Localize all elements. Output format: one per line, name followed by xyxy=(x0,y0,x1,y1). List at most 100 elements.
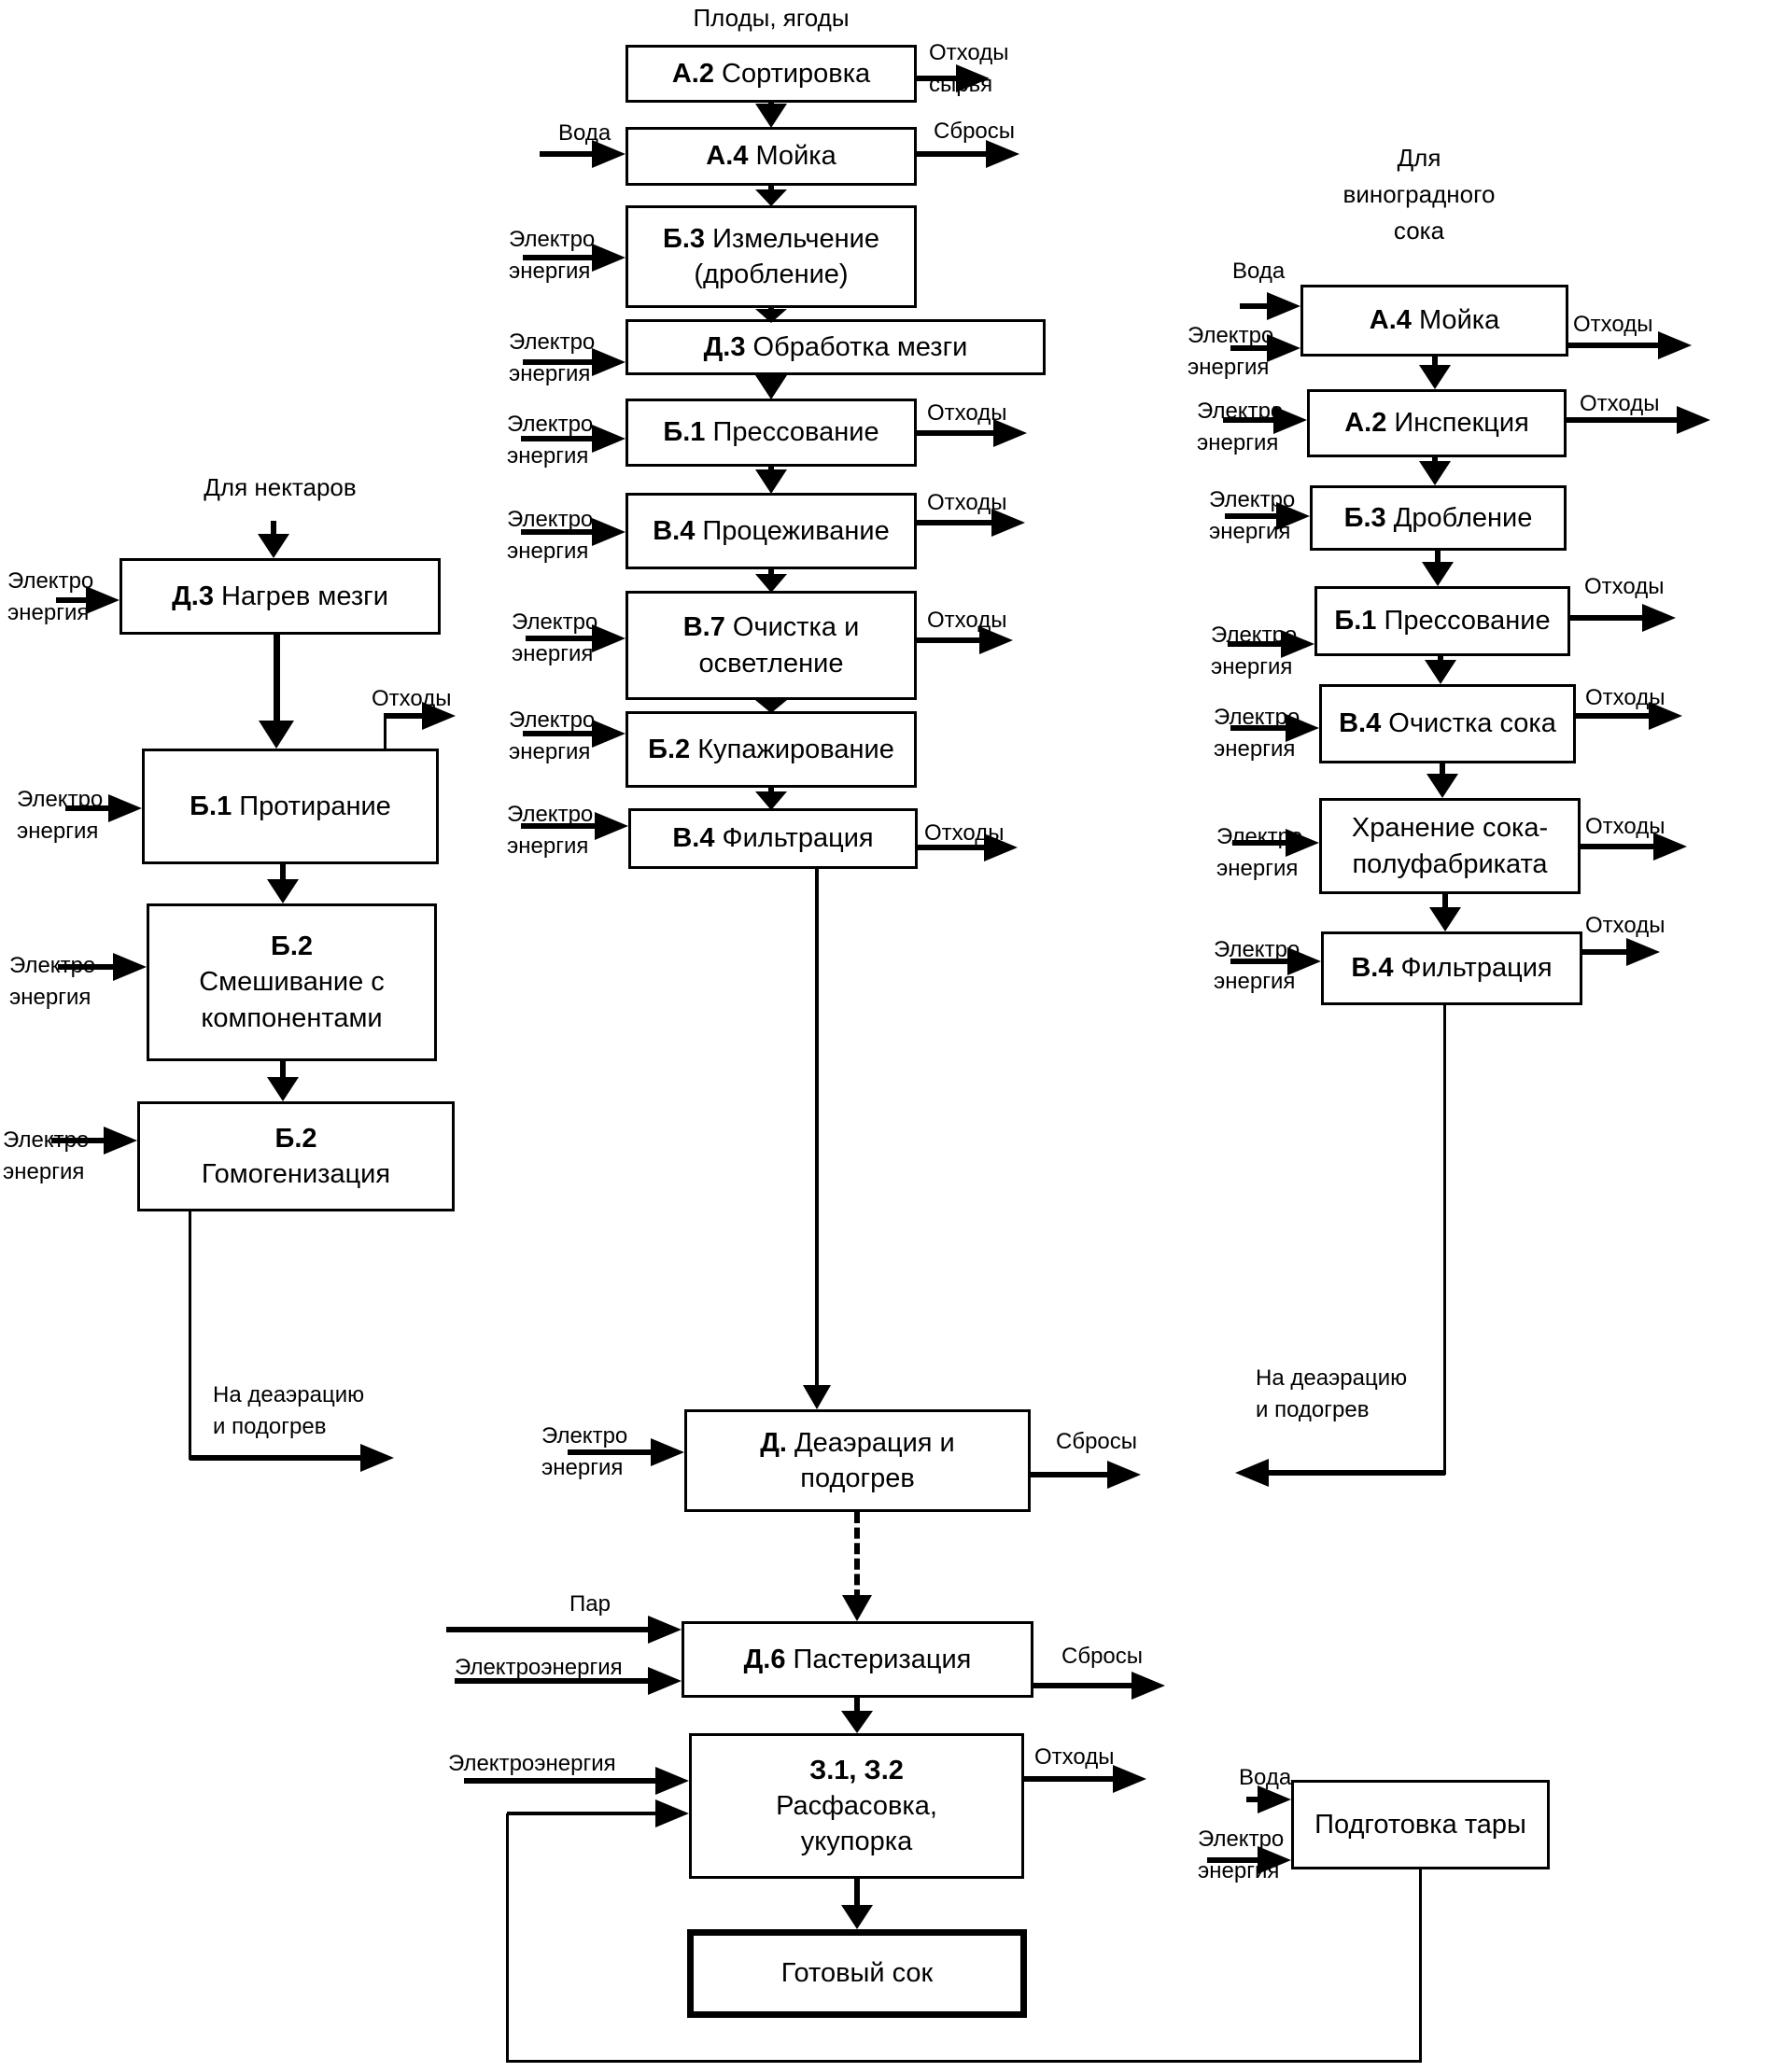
label-ee-ochistka-c: Электро энергия xyxy=(512,609,598,667)
process-code: Б.1 xyxy=(190,791,240,821)
arrow-ee-pressovanie-r-shaft xyxy=(1228,641,1286,647)
process-code: Б.1 xyxy=(663,417,713,448)
process-title: подогрев xyxy=(800,1463,915,1493)
arrow-ee-filtracia-r-shaft xyxy=(1230,959,1293,964)
arrow-othody-moyka-r-head xyxy=(1658,331,1694,359)
arrow-ee-procezhivanie-head xyxy=(592,518,628,546)
process-title: Гомогенизация xyxy=(201,1159,391,1189)
label-title-center: Плоды, ягоды xyxy=(693,4,850,32)
arrow-voda-right-shaft xyxy=(1240,303,1272,309)
arrow-ee-ochistka-r-head xyxy=(1286,714,1322,742)
process-box-line: А.4 Мойка xyxy=(706,138,836,174)
arrow-othody-pressovanie-r-head xyxy=(1642,604,1679,632)
label-othody-rasfasovka: Отходы xyxy=(1034,1744,1115,1770)
process-box-b1-pressovanie-center: Б.1 Прессование xyxy=(625,399,917,467)
process-box-v4-procezhivanie: В.4 Процеживание xyxy=(625,493,917,569)
process-code: Б.2 xyxy=(270,931,314,962)
process-box-line: осветление xyxy=(699,646,844,681)
process-box-line: Б.3 Измельчение xyxy=(663,221,879,257)
process-title: Инспекция xyxy=(1394,408,1529,439)
process-title: Прессование xyxy=(1384,606,1551,637)
process-title: Фильтрация xyxy=(722,823,874,854)
process-title: осветление xyxy=(698,648,844,679)
process-box-line: А.4 Мойка xyxy=(1370,302,1499,338)
arrow-par-head xyxy=(648,1616,684,1644)
arrow-othody-filtracia-c-shaft xyxy=(918,845,990,850)
arrow-ee-deaeracia-shaft xyxy=(568,1449,656,1455)
process-code: В.4 xyxy=(672,823,723,854)
arrow-ee-ochistka-c-shaft xyxy=(526,636,597,641)
label-par: Пар xyxy=(569,1591,611,1617)
label-na-deaeraciyu-left: На деаэрацию и подогрев xyxy=(213,1382,365,1440)
process-code: А.4 xyxy=(1369,305,1419,336)
line-gomogenizacia-down xyxy=(189,1211,191,1460)
arrow-ee-nagrev-head xyxy=(86,586,122,614)
arrow-sbrosy-moyka-head xyxy=(986,140,1022,168)
arrow-sbrosy-pasterizacia-shaft xyxy=(1033,1683,1137,1688)
process-code: Д.3 xyxy=(172,581,222,611)
process-code: В.4 xyxy=(1351,953,1401,984)
arrow-loop-rasfasovka-shaft xyxy=(507,1812,661,1815)
label-ee-smeshivanie: Электро энергия xyxy=(9,953,96,1011)
process-box-line: Хранение сока- xyxy=(1352,810,1548,846)
process-title: Очистка и xyxy=(732,612,860,643)
process-box-line: З.1, З.2 xyxy=(809,1753,904,1788)
label-eenergia-pasterizacia: Электроэнергия xyxy=(455,1655,623,1680)
arrow-othody-procezhivanie-head xyxy=(991,509,1028,537)
arrow-ee-hranenie-shaft xyxy=(1232,840,1291,846)
arrow-ee-moyka-r-head xyxy=(1267,334,1303,362)
arrow-ee-podgotovka-head xyxy=(1258,1846,1294,1874)
process-box-line: А.2 Сортировка xyxy=(672,56,870,91)
flow-izmelchenie-obrabotka-head xyxy=(755,309,787,326)
process-box-d3-obrabotka-mezgi: Д.3 Обработка мезги xyxy=(625,319,1046,375)
arrow-sbrosy-deaeracia-head xyxy=(1107,1461,1144,1489)
arrow-eenergia-pasterizacia-head xyxy=(648,1667,684,1695)
arrow-othody-procezhivanie-shaft xyxy=(917,520,997,525)
label-ee-pressovanie-c: Электро энергия xyxy=(507,412,594,469)
label-ee-filtracia-c: Электро энергия xyxy=(507,802,594,860)
process-title: Смешивание с xyxy=(199,967,385,998)
arrow-voda-podgotovka-head xyxy=(1258,1785,1294,1813)
flow-inspekcia-droblenie-head xyxy=(1419,461,1451,488)
arrow-ee-gomogenizacia-head xyxy=(104,1127,140,1155)
label-ee-ochistka-r: Электро энергия xyxy=(1214,705,1300,763)
arrow-ee-droblenie-shaft xyxy=(1225,513,1282,519)
process-box-line: Гомогенизация xyxy=(202,1156,390,1192)
process-title: Обработка мезги xyxy=(752,331,968,362)
arrow-othody-ochistka-r-head xyxy=(1649,702,1685,730)
flow-ochistka-kupazhirovanie-head xyxy=(755,700,787,716)
process-box-line: Д. Деаэрация и xyxy=(760,1425,955,1461)
flow-protiranie-smeshivanie-head xyxy=(267,879,299,906)
arrow-voda-center-head xyxy=(592,140,628,168)
flow-moyka-inspekcia-head xyxy=(1419,365,1451,392)
arrow-othody-pressovanie-c-head xyxy=(993,419,1030,447)
label-ee-nagrev: Электро энергия xyxy=(7,568,94,626)
arrow-ee-inspekcia-shaft xyxy=(1223,417,1279,423)
process-box-line: подогрев xyxy=(800,1461,915,1496)
process-code: Б.1 xyxy=(1334,606,1384,637)
arrow-eenergia-pasterizacia-shaft xyxy=(455,1678,654,1684)
arrow-ee-nagrev-shaft xyxy=(56,597,91,603)
process-box-line: В.7 Очистка и xyxy=(683,609,860,645)
label-ee-filtracia-r: Электро энергия xyxy=(1214,937,1300,995)
flow-kupazhirovanie-filtracia-head xyxy=(755,791,787,813)
label-othody-hranenie: Отходы xyxy=(1585,814,1666,839)
arrow-ee-filtracia-c-head xyxy=(595,812,631,840)
flow-moyka-izmelchenie-head xyxy=(755,189,787,209)
flow-droblenie-pressovanie-shaft xyxy=(1435,551,1441,567)
process-title: Протирание xyxy=(239,791,391,821)
label-ee-moyka-r: Электро энергия xyxy=(1188,323,1274,381)
flow-ochistka-hranenie-head xyxy=(1427,774,1458,801)
arrow-sbrosy-moyka-shaft xyxy=(917,151,991,157)
process-box-line: Готовый сок xyxy=(781,1955,934,1991)
label-othody-moyka-r: Отходы xyxy=(1573,312,1653,337)
line-protiranie-othody-elbow xyxy=(384,715,387,750)
label-title-right: Для виноградного сока xyxy=(1342,144,1496,245)
flow-filtracia-deaeracia-shaft xyxy=(815,869,819,1391)
arrow-ee-obrabotka-head xyxy=(592,348,628,376)
flow-sortirovka-moyka-head xyxy=(755,104,787,131)
process-code: Д. xyxy=(760,1427,795,1458)
process-title: Готовый сок xyxy=(780,1958,934,1989)
